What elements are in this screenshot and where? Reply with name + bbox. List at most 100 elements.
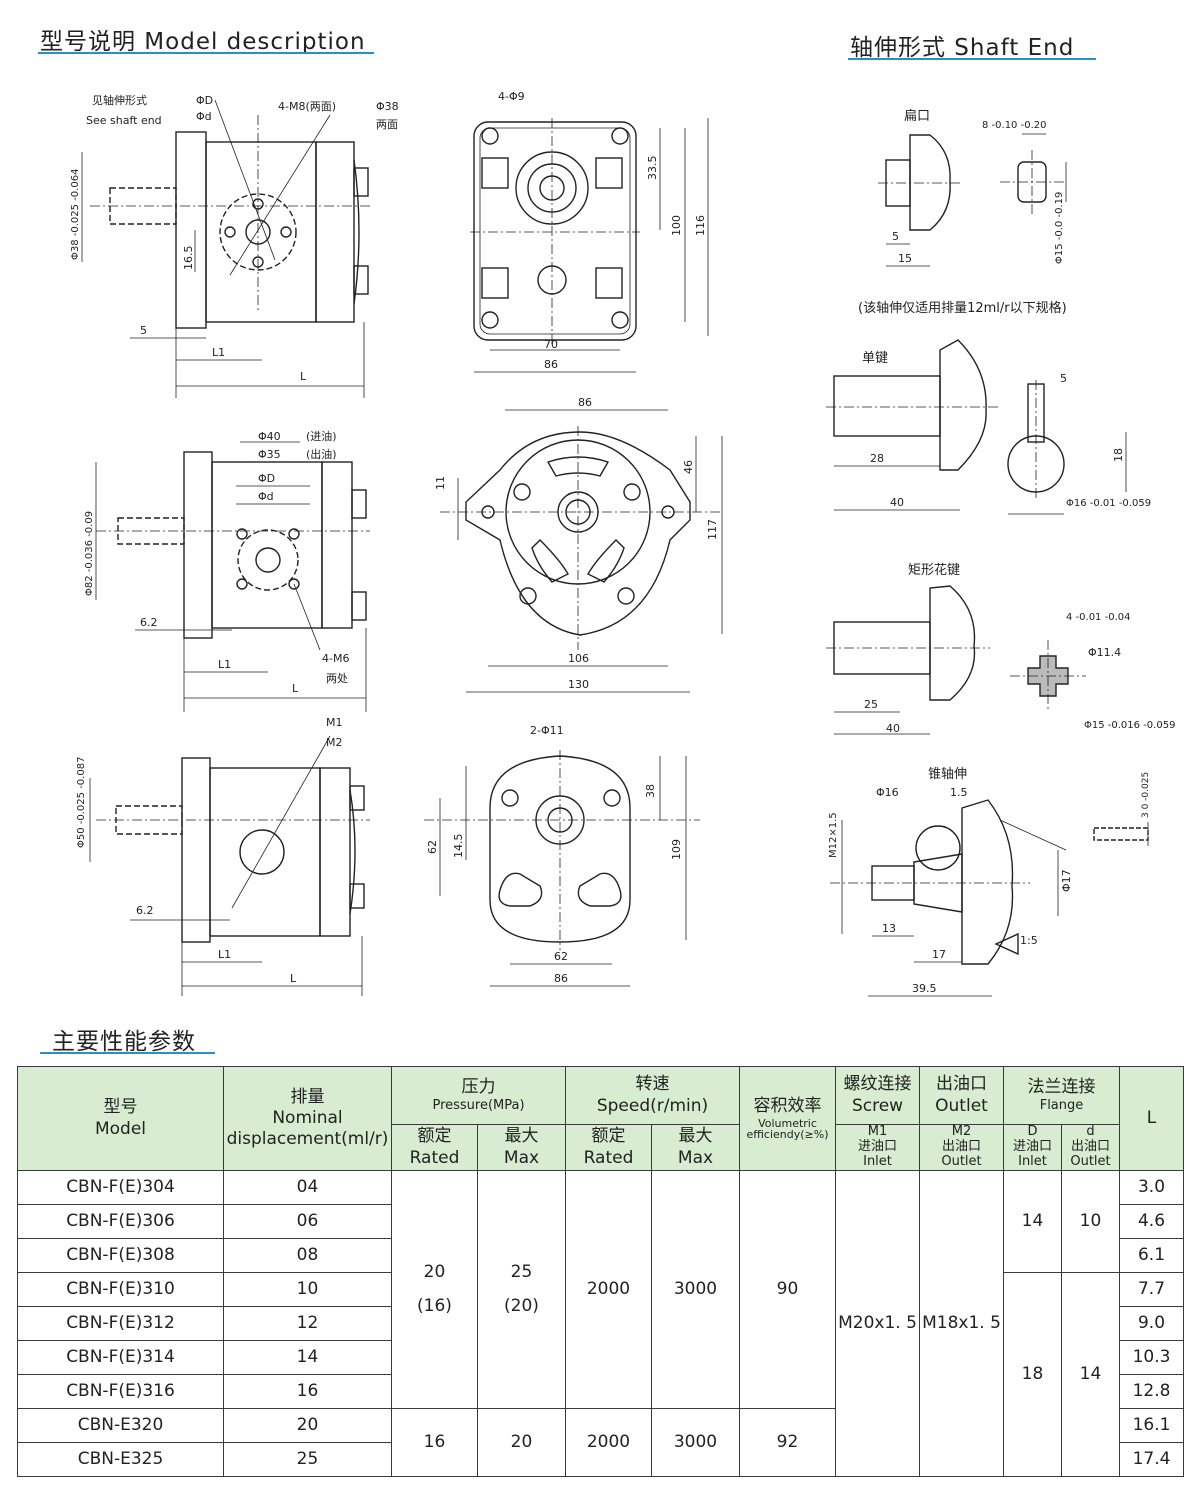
cell-L: 9.0 xyxy=(1119,1306,1184,1341)
label: ΦD xyxy=(258,472,275,485)
cell-speed-rated: 2000 xyxy=(565,1408,652,1477)
label: 两面 xyxy=(376,118,398,131)
label: 4-M6 xyxy=(322,652,349,665)
label: 11 xyxy=(434,476,447,490)
label: L1 xyxy=(218,948,231,961)
label: 17 xyxy=(932,948,946,961)
header-L: L xyxy=(1119,1066,1184,1171)
label: (该轴伸仅适用排量12ml/r以下规格) xyxy=(858,300,1067,316)
label: 单键 xyxy=(862,351,888,366)
label: 106 xyxy=(568,652,589,665)
label: Φd xyxy=(196,110,212,123)
label: 62 xyxy=(426,840,439,854)
label: 100 xyxy=(670,215,683,236)
cell-model: CBN-F(E)316 xyxy=(17,1374,224,1409)
cell-pressure-max: 25(20) xyxy=(477,1170,566,1409)
label: 15 xyxy=(898,252,912,265)
label: 6.2 xyxy=(140,616,158,629)
label: 1.5 xyxy=(950,786,968,799)
cell-displacement: 25 xyxy=(223,1442,392,1477)
label: 40 xyxy=(886,722,900,735)
label: 39.5 xyxy=(912,982,937,995)
label: 18 xyxy=(1112,448,1125,462)
label: 25 xyxy=(864,698,878,711)
cell-screw: M20x1. 5 xyxy=(835,1170,920,1477)
label: 86 xyxy=(578,396,592,409)
label: L xyxy=(290,972,297,985)
label: 两处 xyxy=(326,672,348,685)
label: L1 xyxy=(218,658,231,671)
cell-displacement: 06 xyxy=(223,1204,392,1239)
cell-L: 16.1 xyxy=(1119,1408,1184,1443)
label: Φ50 -0.025 -0.087 xyxy=(76,757,87,848)
cell-displacement: 14 xyxy=(223,1340,392,1375)
label: 130 xyxy=(568,678,589,691)
label: 70 xyxy=(544,338,558,351)
label: 109 xyxy=(670,839,683,860)
shaft-spline xyxy=(826,585,1086,735)
label: Φ82 -0.036 -0.09 xyxy=(84,511,95,596)
label: 1:5 xyxy=(1020,934,1038,947)
title-underline xyxy=(848,58,1096,60)
shaft-taper xyxy=(830,799,1149,997)
cell-model: CBN-E325 xyxy=(17,1442,224,1477)
label: 6.2 xyxy=(136,904,154,917)
table-row: CBN-E320 20 16 20 2000 3000 92 16.1 xyxy=(17,1408,1184,1477)
label: 锥轴伸 xyxy=(928,767,967,782)
cell-model: CBN-F(E)314 xyxy=(17,1340,224,1375)
label: 3 0 -0.025 xyxy=(1141,772,1151,818)
cell-model: CBN-F(E)308 xyxy=(17,1238,224,1273)
shaft-key xyxy=(826,339,1127,515)
cell-speed-max: 3000 xyxy=(651,1170,740,1409)
cell-model: CBN-F(E)304 xyxy=(17,1170,224,1205)
label: 13 xyxy=(882,922,896,935)
cell-model: CBN-F(E)312 xyxy=(17,1306,224,1341)
shaft-flat xyxy=(878,133,1067,267)
label: Φd xyxy=(258,490,274,503)
side-view-2 xyxy=(95,441,370,712)
cell-flange-d: 14 xyxy=(1061,1272,1120,1477)
label: 2-Φ11 xyxy=(530,724,564,737)
title-underline xyxy=(40,1052,215,1054)
label: 86 xyxy=(554,972,568,985)
side-view-3 xyxy=(89,735,370,996)
label: Φ16 -0.01 -0.059 xyxy=(1066,498,1151,509)
front-view-1 xyxy=(470,118,709,373)
label: Φ38 -0.025 -0.064 xyxy=(70,169,81,260)
label: 16.5 xyxy=(182,246,195,271)
label: 4-M8(两面) xyxy=(278,100,336,113)
cell-speed-rated: 2000 xyxy=(565,1170,652,1409)
cell-L: 12.8 xyxy=(1119,1374,1184,1409)
label: 86 xyxy=(544,358,558,371)
performance-title: 主要性能参数 xyxy=(52,1029,196,1055)
label: 见轴伸形式 xyxy=(92,93,147,107)
label: 46 xyxy=(682,460,695,474)
model-description-title: 型号说明 Model description xyxy=(40,29,366,55)
shaft-end-title: 轴伸形式 Shaft End xyxy=(850,35,1075,61)
cell-L: 7.7 xyxy=(1119,1272,1184,1307)
label: 4 -0.01 -0.04 xyxy=(1066,612,1130,623)
cell-pressure-rated: 16 xyxy=(391,1408,478,1477)
label: 38 xyxy=(644,784,657,798)
label: M2 xyxy=(326,736,343,749)
technical-drawings: 见轴伸形式 See shaft end ΦD Φd 4-M8(两面) Φ38 两… xyxy=(70,90,1175,997)
label: L xyxy=(300,370,307,383)
label: L1 xyxy=(212,346,225,359)
cell-displacement: 04 xyxy=(223,1170,392,1205)
label: Φ35 xyxy=(258,448,281,461)
cell-displacement: 08 xyxy=(223,1238,392,1273)
cell-L: 3.0 xyxy=(1119,1170,1184,1205)
label: M1 xyxy=(326,716,343,729)
cell-pressure-max: 20 xyxy=(477,1408,566,1477)
